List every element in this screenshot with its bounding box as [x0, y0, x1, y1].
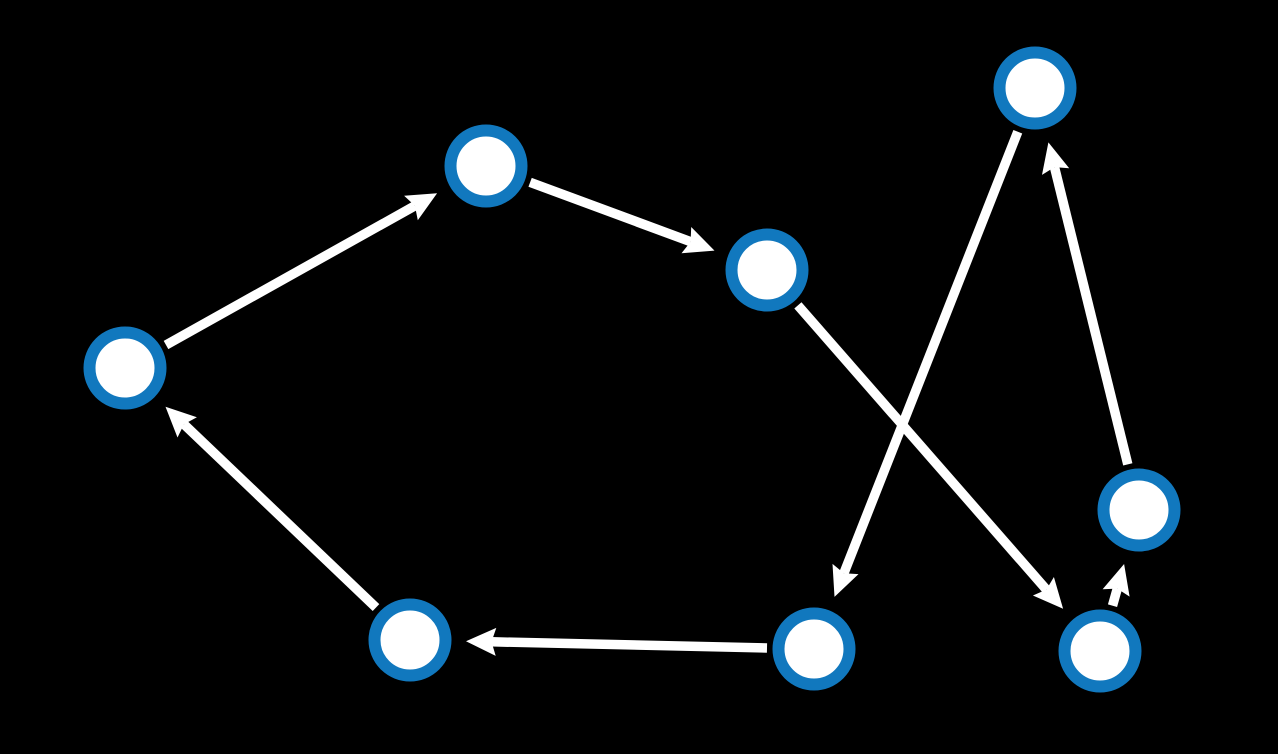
graph-node-top-right — [993, 46, 1077, 130]
edge-top-middle-to-bottom-right — [794, 302, 1064, 609]
edge-line — [491, 637, 768, 653]
edge-bottom-right-to-right — [1102, 564, 1130, 607]
edge-line — [839, 129, 1023, 575]
edge-right-to-top-right — [1042, 142, 1133, 466]
arrowhead — [832, 563, 859, 597]
edge-line — [1049, 165, 1133, 466]
graph-node-right — [1097, 468, 1181, 552]
arrowhead — [1042, 142, 1070, 175]
edge-line — [180, 420, 380, 612]
graph-node-left — [83, 326, 167, 410]
arrowhead — [1032, 577, 1064, 609]
nodes-layer — [83, 46, 1181, 693]
edge-line — [794, 302, 1050, 593]
edge-line — [1107, 587, 1122, 607]
arrowhead — [466, 627, 497, 656]
edge-left-to-top-left — [163, 193, 438, 350]
edge-line — [163, 201, 418, 350]
graph-node-top-middle — [725, 228, 809, 312]
edge-bottom-left-to-left — [165, 406, 380, 612]
arrowhead — [165, 406, 197, 438]
arrowhead — [1102, 564, 1130, 597]
edges-layer — [163, 129, 1133, 656]
edge-line — [528, 177, 693, 247]
arrowhead — [404, 193, 438, 221]
graph-node-bottom-middle — [772, 607, 856, 691]
graph-node-bottom-right — [1058, 609, 1142, 693]
arrowhead — [681, 227, 715, 254]
edge-top-right-to-bottom-middle — [832, 129, 1023, 597]
graph-node-top-left — [444, 124, 528, 208]
edge-top-left-to-top-middle — [528, 177, 715, 254]
graph-node-bottom-left — [368, 598, 452, 682]
edge-bottom-middle-to-bottom-left — [466, 627, 768, 656]
